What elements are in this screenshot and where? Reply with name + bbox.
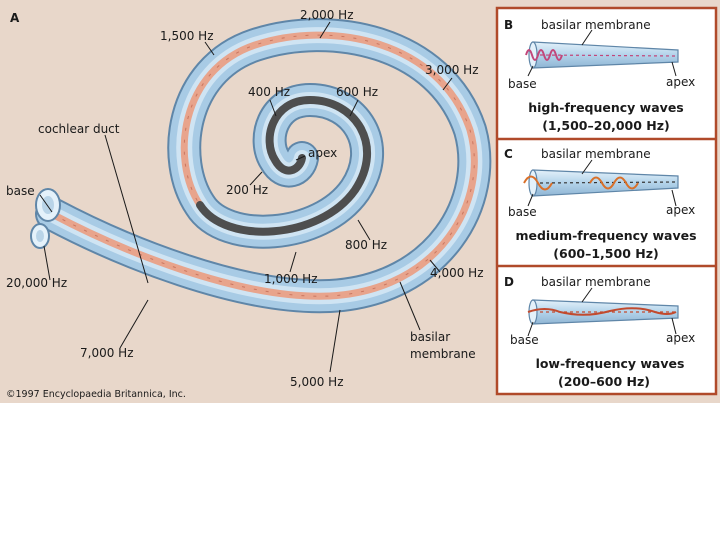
low-frequency-wave: [527, 307, 677, 316]
panel-c-tube: [523, 169, 679, 197]
panel-c-apex-label: apex: [666, 203, 695, 217]
panel-c-membrane-label: basilar membrane: [541, 147, 651, 161]
apex-dark-stripe: [196, 95, 371, 236]
panel-b-apex-label: apex: [666, 75, 695, 89]
copyright-text: ©1997 Encyclopaedia Britannica, Inc.: [6, 389, 186, 400]
cochlea-spiral: [35, 18, 492, 314]
panel-b-tube: [525, 41, 679, 69]
panel-c-base-label: base: [508, 205, 537, 219]
label-basilar: basilar: [410, 330, 450, 344]
label-membrane: membrane: [410, 347, 476, 361]
panel-a-letter: A: [10, 11, 20, 25]
base-openings: [30, 188, 61, 249]
label-base: base: [6, 184, 35, 198]
panel-b-caption-2: (1,500–20,000 Hz): [542, 118, 670, 133]
label-1000hz: 1,000 Hz: [264, 272, 318, 286]
label-2000hz: 2,000 Hz: [300, 8, 354, 22]
panel-d-tube: [527, 299, 679, 325]
label-20000hz: 20,000 Hz: [6, 276, 67, 290]
label-400hz: 400 Hz: [248, 85, 290, 99]
medium-frequency-wave: [523, 175, 639, 191]
panel-c-caption-1: medium-frequency waves: [515, 228, 696, 243]
panel-b-membrane-label: basilar membrane: [541, 18, 651, 32]
panel-d-caption-1: low-frequency waves: [536, 356, 685, 371]
label-600hz: 600 Hz: [336, 85, 378, 99]
panel-b-base-label: base: [508, 77, 537, 91]
panel-b-letter: B: [504, 18, 513, 32]
cochlea-diagram: A 2,000 Hz 1,500 Hz 3,000 Hz 400 Hz 600 …: [6, 6, 718, 400]
panel-b-caption-1: high-frequency waves: [528, 100, 683, 115]
panel-d-membrane-label: basilar membrane: [541, 275, 651, 289]
panel-d-caption-2: (200–600 Hz): [558, 374, 650, 389]
side-leader-lines: [527, 29, 677, 337]
label-3000hz: 3,000 Hz: [425, 63, 479, 77]
leader-lines: [39, 21, 453, 373]
high-frequency-wave: [525, 49, 563, 61]
panel-c-caption-2: (600–1,500 Hz): [553, 246, 658, 261]
label-1500hz: 1,500 Hz: [160, 29, 214, 43]
panel-d-letter: D: [504, 275, 514, 289]
label-cochlear-duct: cochlear duct: [38, 122, 120, 136]
side-panel-frames: [495, 6, 718, 396]
panel-d-apex-label: apex: [666, 331, 695, 345]
basilar-membrane-stripe: [48, 31, 478, 300]
label-7000hz: 7,000 Hz: [80, 346, 134, 360]
panel-c-letter: C: [504, 147, 513, 161]
panel-d-base-label: base: [510, 333, 539, 347]
label-800hz: 800 Hz: [345, 238, 387, 252]
label-apex: apex: [308, 146, 337, 160]
label-200hz: 200 Hz: [226, 183, 268, 197]
label-4000hz: 4,000 Hz: [430, 266, 484, 280]
label-5000hz: 5,000 Hz: [290, 375, 344, 389]
cochlea-figure: A 2,000 Hz 1,500 Hz 3,000 Hz 400 Hz 600 …: [0, 0, 720, 403]
